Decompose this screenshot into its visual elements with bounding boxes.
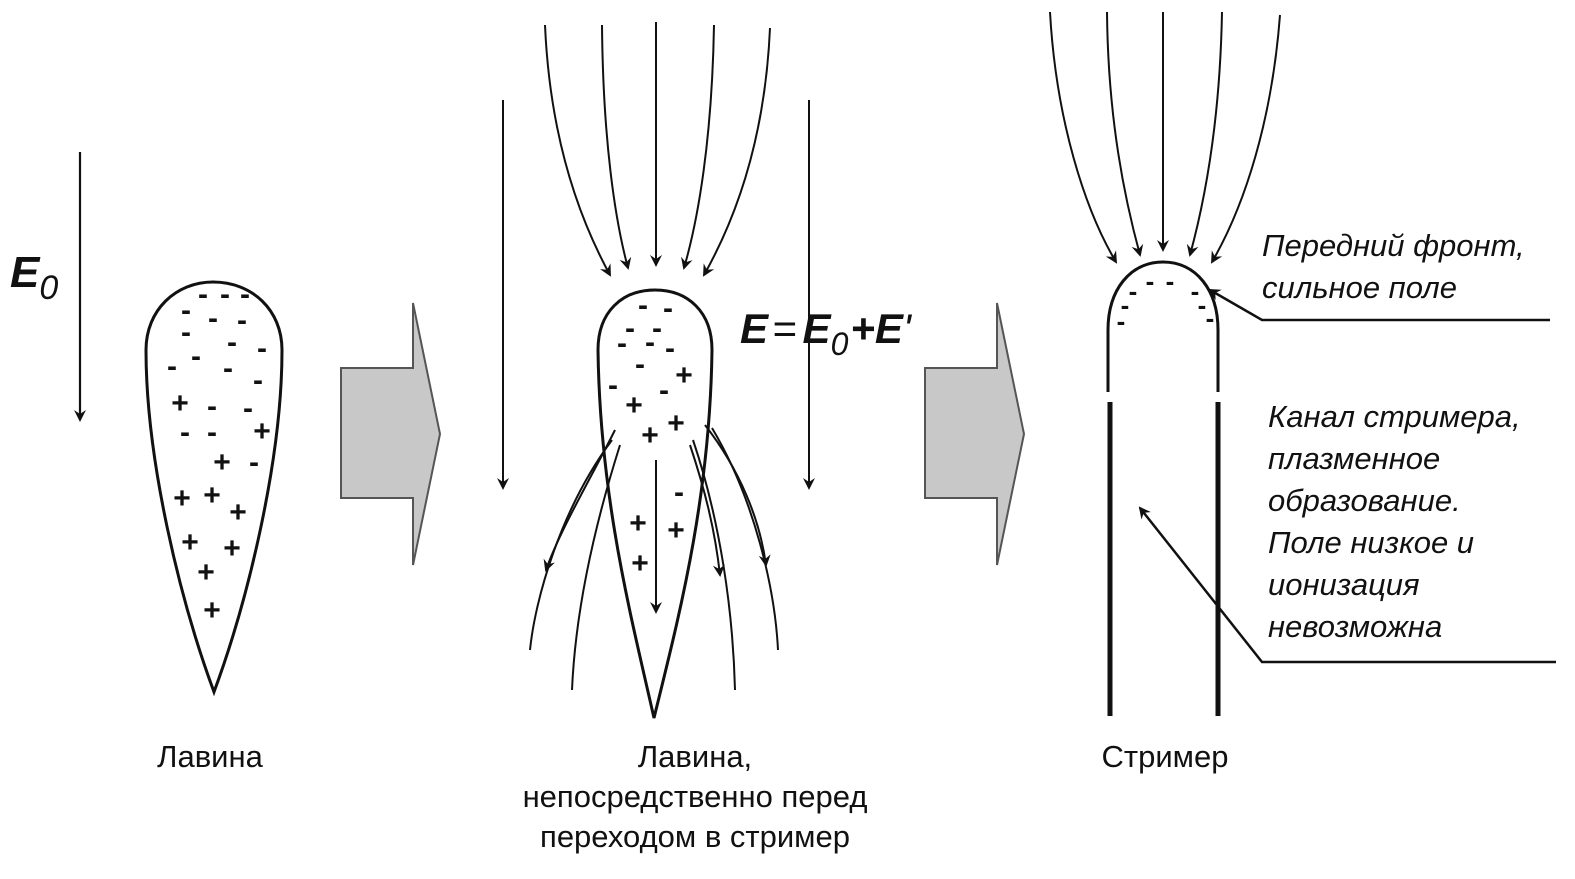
negative-charge: -: [208, 302, 218, 335]
caption-avalanche: Лавина: [100, 737, 320, 777]
positive-charge: +: [675, 359, 693, 392]
negative-charge: -: [220, 278, 230, 311]
caption-streamer-line: Стример: [1060, 737, 1270, 777]
caption-line-3: переходом в стример: [470, 817, 920, 857]
negative-charge: -: [257, 332, 267, 365]
negative-charge: -: [1166, 266, 1175, 296]
positive-charge: +: [181, 526, 199, 559]
negative-charge: -: [243, 392, 253, 425]
transition-arrow-1: [341, 303, 440, 565]
negative-charge: -: [181, 316, 191, 349]
positive-charge: +: [253, 415, 271, 448]
caption-avalanche-line: Лавина: [100, 737, 320, 777]
e0-label: E0: [10, 248, 58, 307]
negative-charge: -: [1129, 276, 1138, 306]
positive-charge: +: [173, 482, 191, 515]
positive-charge: +: [667, 514, 685, 547]
negative-charge: -: [191, 340, 201, 373]
positive-charge: +: [631, 547, 649, 580]
stage2-charges: -----------+++++++: [608, 289, 693, 580]
negative-charge: -: [608, 369, 618, 402]
negative-charge: -: [663, 292, 673, 325]
negative-charge: -: [223, 352, 233, 385]
positive-charge: +: [203, 594, 221, 627]
negative-charge: -: [635, 348, 645, 381]
positive-charge: +: [229, 496, 247, 529]
negative-charge: -: [665, 332, 675, 365]
annotation-front: Передний фронт, сильное поле: [1262, 225, 1572, 309]
positive-charge: +: [171, 387, 189, 420]
negative-charge: -: [207, 416, 217, 449]
negative-charge: -: [1206, 303, 1215, 333]
negative-charge: -: [1117, 306, 1126, 336]
positive-charge: +: [197, 556, 215, 589]
positive-charge: +: [203, 479, 221, 512]
positive-charge: +: [625, 389, 643, 422]
negative-charge: -: [1146, 266, 1155, 296]
transition-arrow-2: [925, 303, 1024, 565]
annotation-front-line-1: Передний фронт,: [1262, 225, 1572, 267]
positive-charge: +: [667, 407, 685, 440]
stage2-field-lines: [503, 22, 809, 690]
caption-line-2: непосредственно перед: [470, 777, 920, 817]
negative-charge: -: [645, 326, 655, 359]
annotation-front-line-2: сильное поле: [1262, 267, 1572, 309]
annotation-channel-line-5: ионизация: [1268, 564, 1568, 606]
caption-streamer: Стример: [1060, 737, 1270, 777]
negative-charge: -: [659, 374, 669, 407]
negative-charge: -: [198, 278, 208, 311]
annotation-channel: Канал стримера, плазменное образование. …: [1268, 396, 1568, 648]
annotation-channel-line-2: плазменное: [1268, 438, 1568, 480]
negative-charge: -: [249, 446, 259, 479]
negative-charge: -: [237, 304, 247, 337]
caption-avalanche-before-streamer: Лавина, непосредственно перед переходом …: [470, 737, 920, 857]
positive-charge: +: [629, 507, 647, 540]
annotation-channel-line-4: Поле низкое и: [1268, 522, 1568, 564]
negative-charge: -: [674, 476, 684, 509]
avalanche-charges: ------------------++++++++++: [167, 278, 271, 627]
caption-line-1: Лавина,: [470, 737, 920, 777]
positive-charge: +: [213, 446, 231, 479]
negative-charge: -: [253, 364, 263, 397]
annotation-channel-line-3: образование.: [1268, 480, 1568, 522]
negative-charge: -: [617, 327, 627, 360]
annotation-channel-line-6: невозможна: [1268, 606, 1568, 648]
annotation-channel-line-1: Канал стримера,: [1268, 396, 1568, 438]
negative-charge: -: [167, 350, 177, 383]
negative-charge: -: [638, 289, 648, 322]
positive-charge: +: [223, 532, 241, 565]
negative-charge: -: [180, 416, 190, 449]
field-formula: E=E0+E': [740, 305, 913, 362]
stage3-field-lines: [1050, 12, 1280, 262]
positive-charge: +: [641, 419, 659, 452]
